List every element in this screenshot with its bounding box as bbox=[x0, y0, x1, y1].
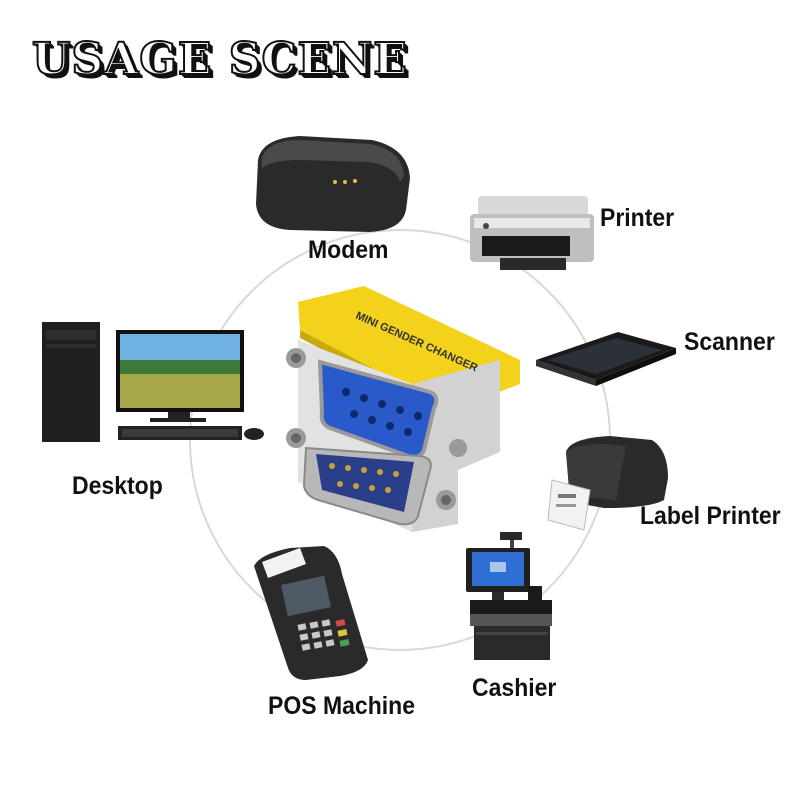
page-title: USAGE SCENE bbox=[31, 33, 408, 86]
label-label-printer: Label Printer bbox=[640, 502, 781, 530]
scanner-icon bbox=[536, 332, 676, 386]
pos-machine-icon bbox=[254, 546, 368, 680]
label-scanner: Scanner bbox=[684, 328, 775, 356]
modem-icon bbox=[256, 136, 410, 232]
label-desktop: Desktop bbox=[72, 472, 163, 500]
label-cashier: Cashier bbox=[472, 674, 557, 702]
gender-changer-adapter-icon: MINI GENDER CHANGER bbox=[286, 286, 520, 532]
printer-icon bbox=[470, 196, 594, 270]
label-modem: Modem bbox=[308, 236, 389, 264]
label-printer: Printer bbox=[600, 204, 675, 232]
label-printer-icon bbox=[547, 436, 668, 531]
cashier-icon bbox=[466, 532, 552, 660]
label-pos-machine: POS Machine bbox=[268, 692, 415, 720]
desktop-icon bbox=[42, 322, 264, 442]
